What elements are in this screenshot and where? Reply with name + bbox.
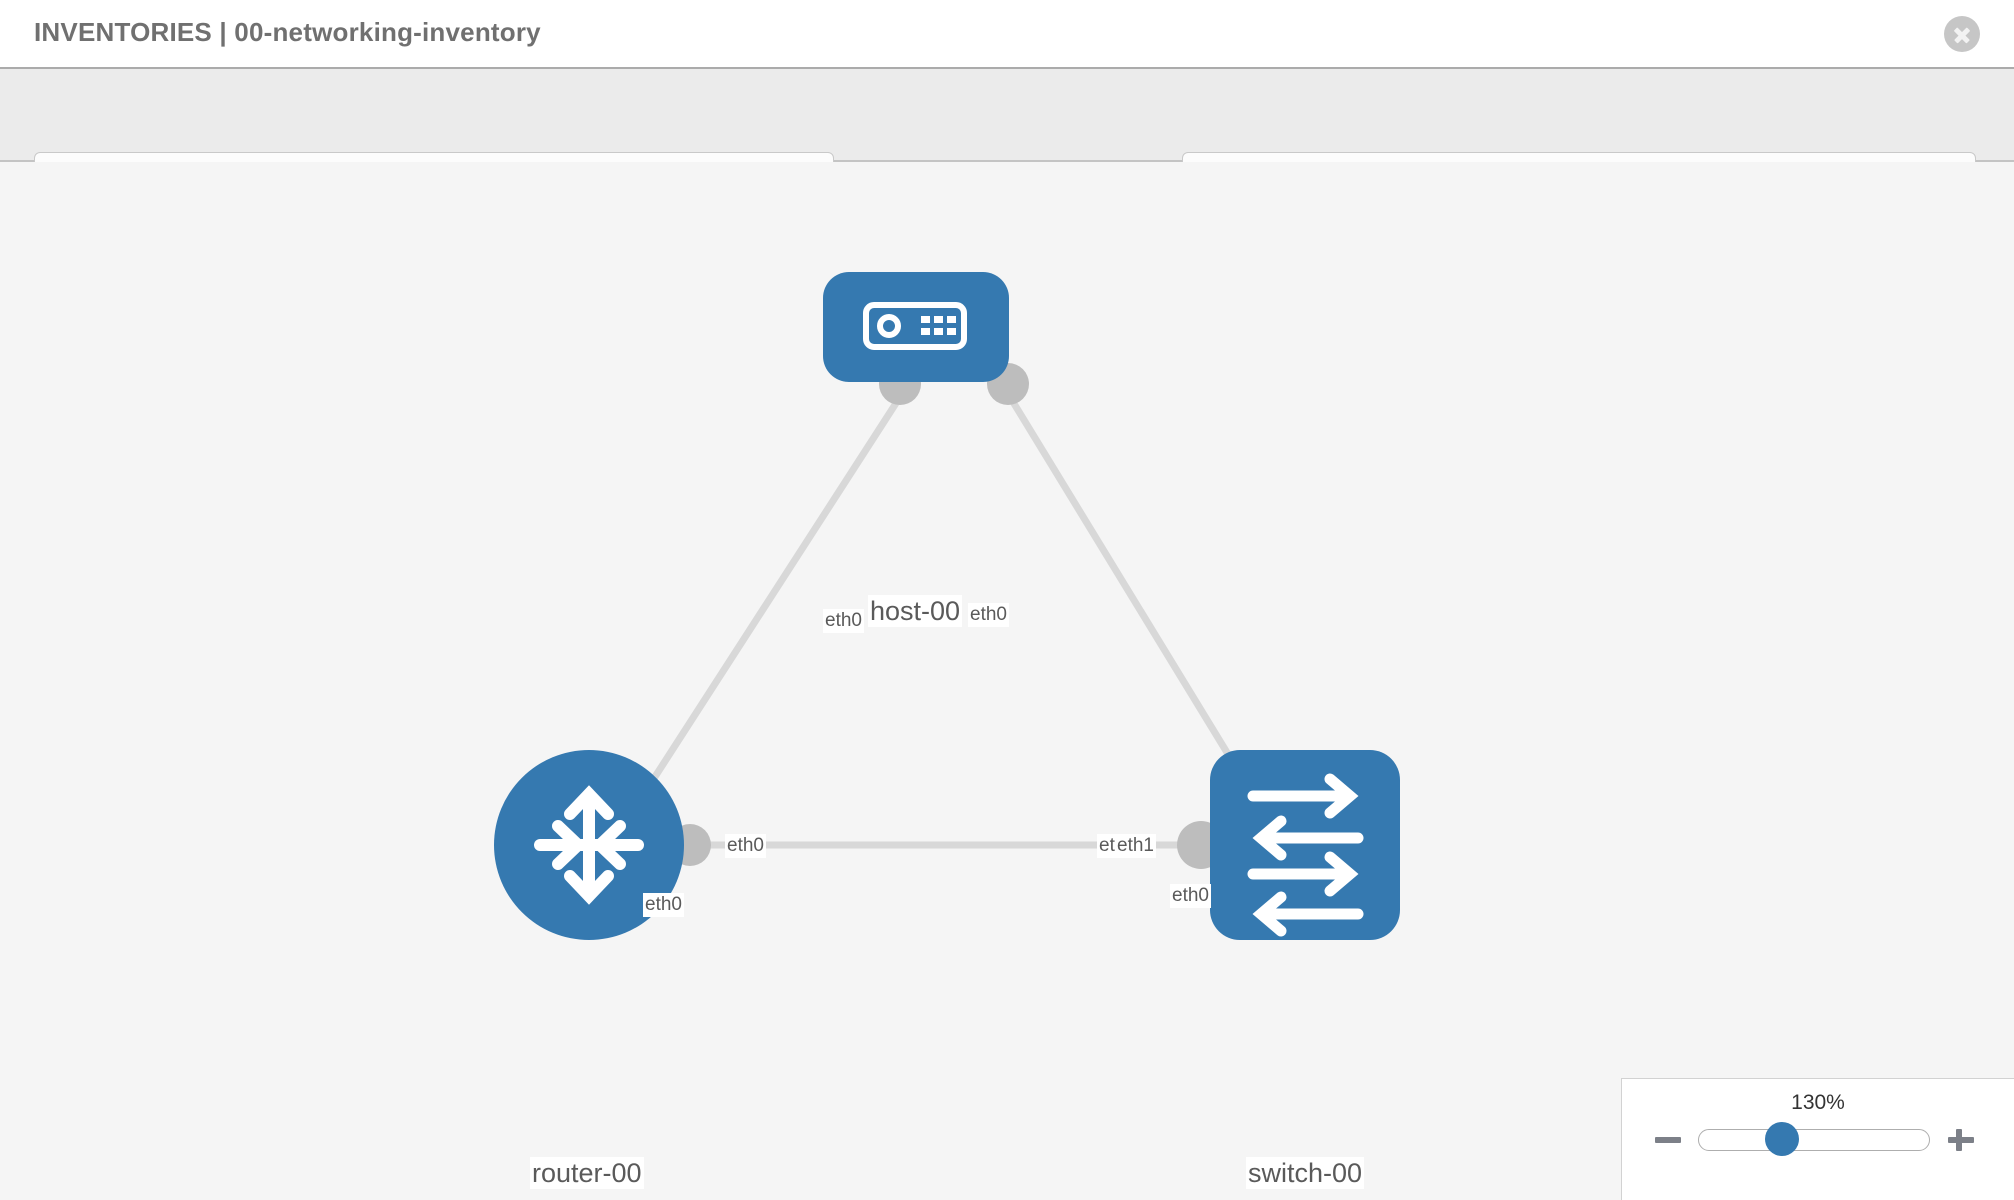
iface-label-host-left: eth0 (823, 609, 864, 633)
topology-canvas[interactable]: host-00 router-00 switch-00 eth0 eth0 et… (0, 162, 2014, 1200)
node-label-switch-00: switch-00 (1246, 1157, 1365, 1189)
node-host-00-shape (823, 272, 1009, 382)
node-label-router-00: router-00 (530, 1157, 644, 1189)
node-switch-00 (1210, 750, 1400, 940)
host-icon (863, 302, 967, 350)
page-header: INVENTORIES | 00-networking-inventory (0, 0, 2014, 69)
iface-label-host-right: eth0 (968, 603, 1009, 627)
router-icon (534, 785, 644, 905)
topology-graph (494, 272, 1400, 940)
zoom-percent-label: 130% (1791, 1091, 1845, 1114)
link-host-switch (1007, 395, 1248, 784)
zoom-in-button[interactable] (1946, 1125, 1976, 1155)
close-icon[interactable] (1944, 16, 1980, 52)
page-title: INVENTORIES | 00-networking-inventory (34, 17, 541, 47)
iface-label-router-right: eth0 (725, 834, 766, 858)
iface-label-router-up: eth0 (643, 893, 684, 917)
zoom-out-button[interactable] (1653, 1125, 1683, 1155)
iface-label-switch-up: eth0 (1170, 884, 1211, 908)
toolbar: ACTIONS SEARCH (0, 69, 2014, 204)
node-router-00 (494, 750, 684, 940)
zoom-control: 130% (1621, 1078, 2014, 1200)
iface-label-switch-left-b: eth1 (1115, 834, 1156, 858)
node-label-host-00: host-00 (868, 595, 963, 627)
zoom-slider-thumb[interactable] (1765, 1122, 1799, 1156)
node-host-00 (823, 272, 1009, 382)
link-layer (597, 395, 1248, 864)
switch-icon (1247, 773, 1364, 937)
zoom-slider-track[interactable] (1698, 1129, 1930, 1151)
